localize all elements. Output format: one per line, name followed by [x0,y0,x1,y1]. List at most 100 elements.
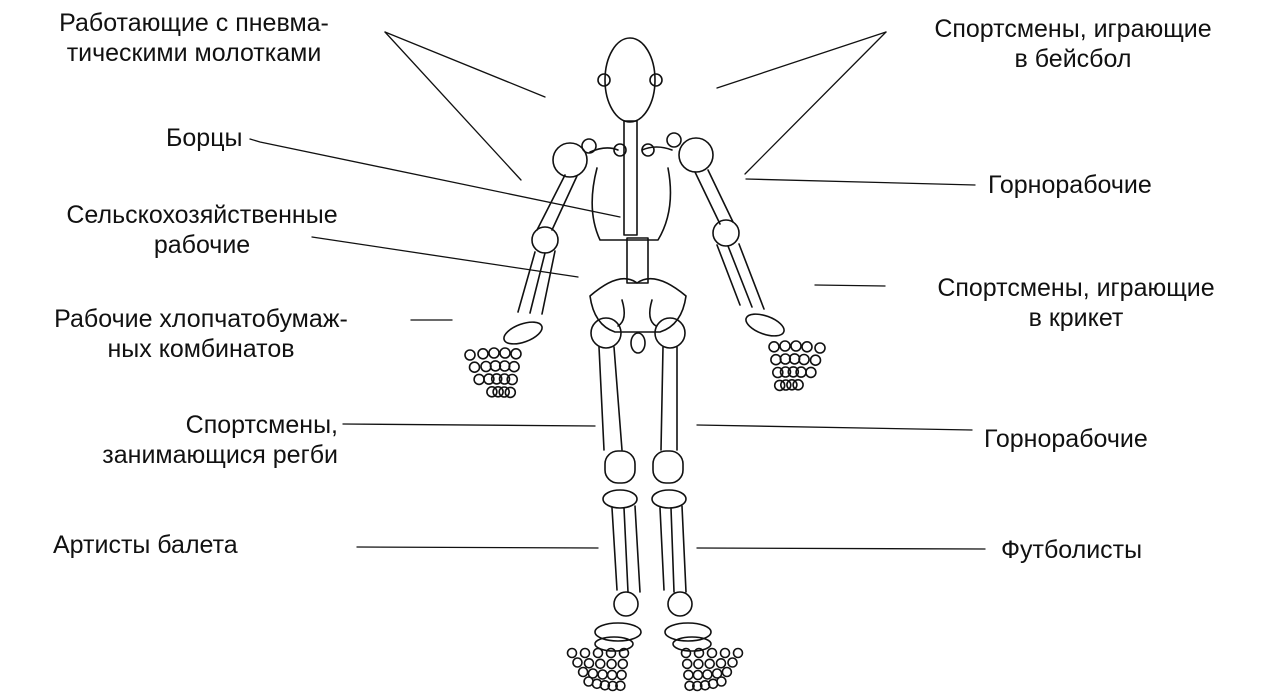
elbow-right [713,220,739,246]
hand-right-phalanx [780,341,790,351]
foot-right-phalanx [713,669,722,678]
label-line: тическими молотками [6,38,382,68]
label-line: рабочие [14,230,390,260]
label-line: Горнорабочие [984,424,1148,454]
hand-right-phalanx [771,355,781,365]
right-arm [695,170,787,340]
foot-right-phalanx [703,670,712,679]
foot-right-phalanx [682,649,691,658]
leader-miners-knee [697,425,972,430]
foot-left-phalanx [617,670,626,679]
leader-pneumatic-2 [385,32,521,180]
ear-right [650,74,662,86]
foot-right-phalanx [694,660,703,669]
label-line: в бейсбол [893,44,1253,74]
label-line: в крикет [894,303,1258,333]
knee-right [653,451,683,483]
ankle-left [614,592,638,616]
humerus-left-a [537,175,565,230]
hand-left-phalanx [481,362,491,372]
shoulder-girdle [553,133,713,240]
label-pneumatic-hammer-workers: Работающие с пневма- тическими молотками [6,8,382,68]
femur-left-a [599,347,604,450]
kneecap-left [603,490,637,508]
foot-right-phalanx [683,659,692,668]
hand-right-phalanx [799,355,809,365]
hand-left-phalanx [474,374,484,384]
hand-left-phalanx [478,349,488,359]
tibia-left-b [624,508,628,592]
foot-left-phalanx [594,649,603,658]
ear-left [598,74,610,86]
knee-left [605,451,635,483]
hand-right-phalanx [791,341,801,351]
wrist-right [743,310,787,341]
label-line: Спортсмены, играющие [893,14,1253,44]
foot-right [682,649,743,691]
foot-right-phalanx [717,659,726,668]
hand-left-phalanx [511,349,521,359]
tibia-right-b [671,508,674,592]
wrist-left [501,318,545,349]
foot-left [568,649,629,691]
label-miners-shoulder: Горнорабочие [988,170,1152,200]
label-miners-knee: Горнорабочие [984,424,1148,454]
label-line: Футболисты [1001,535,1142,565]
label-line: Горнорабочие [988,170,1152,200]
pelvis-foramen-right [650,300,656,326]
label-cricket-players: Спортсмены, играющие в крикет [894,273,1258,333]
right-leg [652,347,711,651]
foot-right-phalanx [708,649,717,658]
hand-right [769,341,825,390]
shoulder-ball-left [553,143,587,177]
hand-right-phalanx [802,342,812,352]
hand-right-phalanx [811,355,821,365]
hip-left [591,318,621,348]
label-wrestlers: Борцы [166,123,243,153]
foot-left-phalanx [588,669,597,678]
hand-left-phalanx [465,350,475,360]
tibia-left-a [612,508,617,590]
pelvis [590,279,686,353]
leader-baseball-2 [745,32,886,174]
label-ballet-dancers: Артисты балета [53,530,238,560]
label-line: Борцы [166,123,243,153]
hand-right-phalanx [769,342,779,352]
shoulder-ball-right [679,138,713,172]
pelvis-foramen-left [618,300,624,326]
label-line: Спортсмены, играющие [894,273,1258,303]
hip-right [655,318,685,348]
leader-ballet [357,547,598,548]
leader-lines [250,32,985,549]
clavicle-right [642,147,672,150]
lumbar-spine [627,238,648,283]
forearm-right-c [739,244,764,309]
leader-football [697,548,985,549]
foot-left-phalanx [585,659,594,668]
foot-right-phalanx [734,649,743,658]
hand-left-phalanx [470,362,480,372]
pelvis-outline [590,279,686,332]
forearm-right-a [717,245,740,305]
ankle-right [668,592,692,616]
foot-right-phalanx [728,658,737,667]
femur-left-b [614,347,622,450]
hand-left [465,348,521,397]
sacrum [631,333,645,353]
foot-left-phalanx [579,668,588,677]
foot-left-phalanx [573,658,582,667]
label-line: Рабочие хлопчатобумаж- [3,304,399,334]
rib-cage [592,168,670,240]
label-line: Спортсмены, [40,410,338,440]
label-baseball-players: Спортсмены, играющие в бейсбол [893,14,1253,74]
skull [598,38,662,122]
tibia-right-a [660,508,664,590]
label-line: занимающися регби [40,440,338,470]
leader-baseball-1 [717,32,886,88]
femur-right-a [661,347,663,450]
elbow-left [532,227,558,253]
label-line: Сельскохозяйственные [14,200,390,230]
left-leg [595,347,641,651]
foot-right-phalanx [684,670,693,679]
